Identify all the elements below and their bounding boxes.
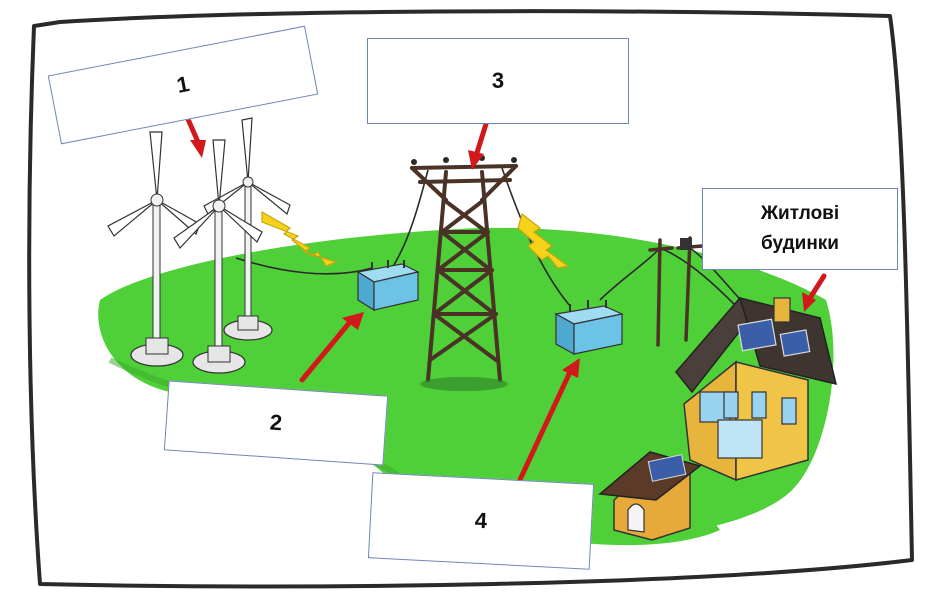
hand-drawn-frame (27, 9, 914, 589)
lightning-bolt-icon (261, 210, 570, 269)
label-box-4: 4 (367, 472, 595, 570)
transformer-icon (554, 300, 624, 356)
label-box-2-text: 2 (269, 409, 284, 436)
house-icon (675, 296, 838, 482)
label-box-4-text: 4 (474, 507, 488, 534)
label-box-3: 3 (367, 38, 629, 124)
label-box-3-text: 3 (491, 68, 505, 93)
label-box-houses: Житлові будинки (702, 188, 898, 270)
label-box-1-text: 1 (174, 71, 192, 98)
houses-label-line2: будинки (761, 233, 839, 254)
wind-turbine-icon (107, 117, 291, 374)
transformer-icon (356, 260, 420, 312)
houses-label-line1: Житлові (760, 203, 840, 224)
transmission-tower-icon (410, 164, 518, 382)
doghouse-icon (598, 451, 702, 541)
